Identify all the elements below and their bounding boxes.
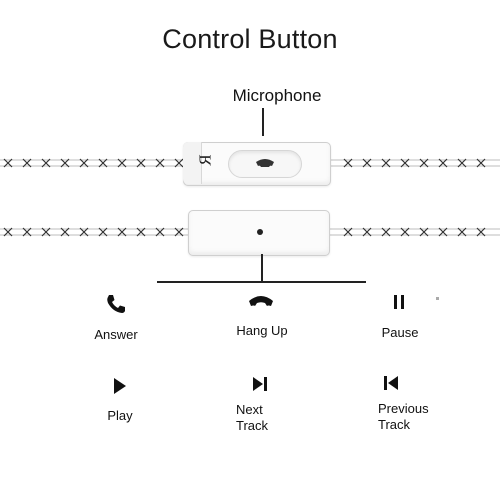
right-side-mark: R — [195, 154, 215, 166]
braid-mark — [60, 158, 70, 168]
pause-icon — [394, 295, 404, 309]
braid-mark — [457, 158, 467, 168]
braid-mark — [400, 227, 410, 237]
braid-mark — [22, 158, 32, 168]
braid-mark — [343, 227, 353, 237]
braid-mark — [381, 158, 391, 168]
braid-mark — [343, 158, 353, 168]
decorative-dot — [436, 297, 439, 300]
play-label: Play — [107, 408, 133, 423]
next-track-icon — [253, 377, 267, 391]
braid-mark — [22, 227, 32, 237]
braid-mark — [79, 227, 89, 237]
braid-mark — [419, 158, 429, 168]
next-track-label: Next Track — [236, 402, 269, 433]
braid-mark — [136, 158, 146, 168]
previous-track-icon — [384, 376, 398, 390]
braid-mark — [117, 227, 127, 237]
braid-mark — [155, 227, 165, 237]
braid-mark — [174, 158, 184, 168]
play-icon — [114, 378, 126, 394]
remote-end-cap — [183, 142, 202, 184]
braid-mark — [362, 158, 372, 168]
braid-mark — [419, 227, 429, 237]
braid-mark — [362, 227, 372, 237]
braid-mark — [381, 227, 391, 237]
braid-mark — [79, 158, 89, 168]
braid-mark — [155, 158, 165, 168]
braid-mark — [476, 158, 486, 168]
microphone-pointer-line — [262, 108, 264, 136]
remote-control-front — [183, 142, 331, 186]
braid-mark — [98, 227, 108, 237]
braid-mark — [438, 158, 448, 168]
upper-cable — [0, 158, 500, 168]
lower-cable — [0, 227, 500, 237]
braid-mark — [457, 227, 467, 237]
page-title: Control Button — [162, 24, 338, 54]
braid-mark — [136, 227, 146, 237]
braid-mark — [174, 227, 184, 237]
bracket-stem — [261, 254, 263, 282]
braid-mark — [41, 227, 51, 237]
pause-label: Pause — [381, 325, 419, 340]
microphone-label: Microphone — [232, 86, 322, 105]
bracket-bar — [157, 281, 366, 283]
microphone-hole — [257, 229, 263, 235]
braid-mark — [3, 227, 13, 237]
control-button[interactable] — [228, 150, 302, 178]
previous-track-label: Previous Track — [378, 401, 429, 432]
braid-mark — [41, 158, 51, 168]
braid-mark — [476, 227, 486, 237]
hang-up-label: Hang Up — [236, 323, 288, 338]
braid-mark — [400, 158, 410, 168]
braid-mark — [438, 227, 448, 237]
braid-mark — [3, 158, 13, 168]
braid-mark — [60, 227, 70, 237]
phone-icon — [256, 159, 274, 167]
braid-mark — [117, 158, 127, 168]
braid-mark — [98, 158, 108, 168]
phone-hang-up-icon — [249, 296, 273, 306]
answer-label: Answer — [94, 327, 138, 342]
phone-answer-icon — [107, 295, 125, 313]
